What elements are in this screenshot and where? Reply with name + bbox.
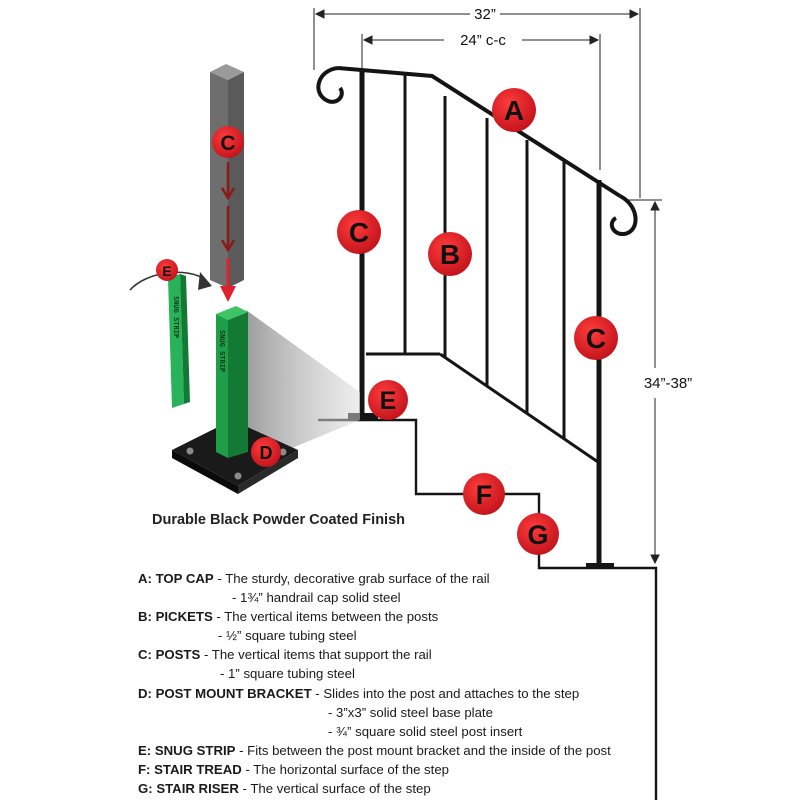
marker-e-base: E [368, 380, 408, 420]
left-base-plate [348, 413, 378, 419]
dimension-height [626, 199, 662, 565]
marker-g: G [517, 513, 559, 555]
post-spacing-label: 24” c-c [460, 32, 506, 49]
height-range-label: 34”-38” [644, 375, 692, 392]
post-assembly-exploded [129, 64, 360, 494]
top-cap-scroll-right [609, 194, 638, 236]
svg-text:F: F [476, 480, 493, 510]
snug-strip [168, 274, 184, 408]
legend-detail: - 1¾” handrail cap solid steel [232, 590, 401, 606]
parts-legend: A: TOP CAP - The sturdy, decorative grab… [138, 569, 788, 798]
marker-d: D [251, 437, 281, 467]
svg-text:G: G [527, 520, 548, 550]
post-insert-label: SNUG STRIP [218, 330, 226, 372]
svg-text:C: C [220, 132, 235, 155]
svg-text:E: E [162, 263, 171, 279]
dimension-overall-width [313, 8, 641, 198]
screw-hole-icon [186, 447, 194, 455]
legend-item-top-cap: A: TOP CAP - The sturdy, decorative grab… [138, 571, 490, 586]
overall-width-label: 32” [474, 6, 496, 23]
legend-detail: - ½” square tubing steel [218, 628, 357, 644]
marker-c-left-post: C [337, 210, 381, 254]
stair-profile [318, 418, 658, 800]
top-cap-scroll-left [316, 66, 344, 104]
snug-strip-label: SNUG STRIP [172, 296, 180, 338]
post-insert [216, 314, 228, 458]
legend-item-pickets: B: PICKETS - The vertical items between … [138, 609, 439, 625]
svg-text:D: D [260, 443, 273, 463]
down-arrow-icon [220, 162, 236, 253]
legend-detail: - 3”x3” solid steel base plate [328, 704, 493, 720]
legend-item-post-mount-bracket: D: POST MOUNT BRACKET - Slides into the … [138, 685, 580, 701]
finish-caption: Durable Black Powder Coated Finish [152, 512, 405, 528]
svg-text:A: A [504, 95, 524, 126]
screw-hole-icon [234, 472, 242, 480]
gray-post [210, 72, 228, 288]
marker-a: A [492, 88, 536, 132]
right-base-plate [586, 563, 614, 569]
marker-f: F [463, 473, 505, 515]
svg-text:E: E [380, 387, 397, 415]
marker-e-strip: E [156, 259, 178, 281]
screw-hole-icon [279, 448, 287, 456]
insert-arrow-icon [220, 258, 236, 302]
svg-text:C: C [349, 217, 369, 248]
svg-text:B: B [440, 239, 460, 270]
legend-detail: - ¾” square solid steel post insert [328, 723, 523, 739]
marker-c-right-post: C [574, 316, 618, 360]
marker-b: B [428, 232, 472, 276]
legend-item-posts: C: POSTS - The vertical items that suppo… [138, 647, 432, 663]
marker-c-top-post: C [212, 126, 244, 158]
legend-item-stair-riser: G: STAIR RISER - The vertical surface of… [138, 781, 431, 797]
projection-shade [246, 310, 360, 448]
legend-item-snug-strip: E: SNUG STRIP - Fits between the post mo… [138, 742, 611, 758]
legend-item-stair-tread: F: STAIR TREAD - The horizontal surface … [138, 761, 449, 777]
dimension-post-spacing [361, 34, 601, 170]
svg-text:C: C [586, 323, 606, 354]
legend-detail: - 1” square tubing steel [220, 666, 355, 682]
top-cap [337, 66, 622, 198]
